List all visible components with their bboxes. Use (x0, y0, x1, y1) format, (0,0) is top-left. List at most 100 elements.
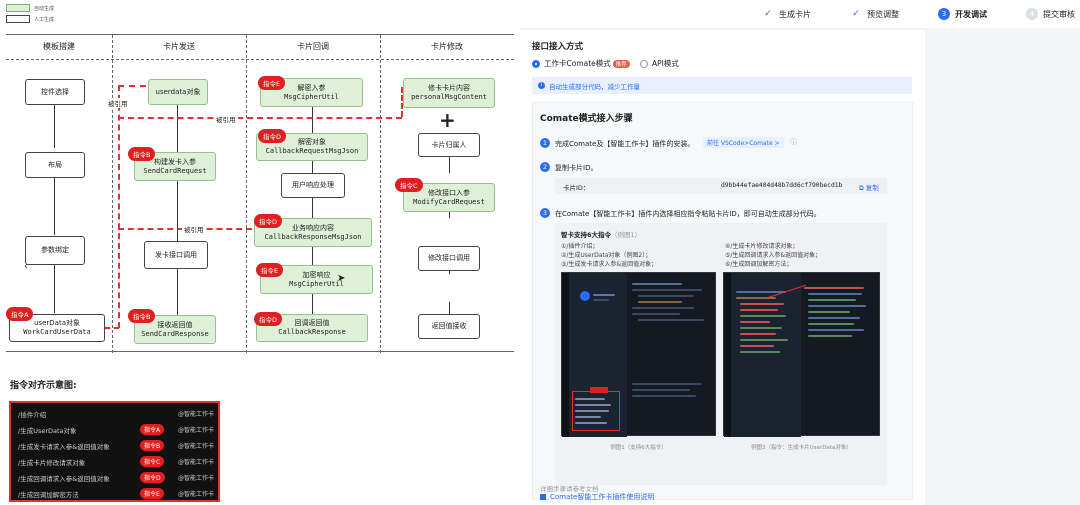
recommend-badge: 推荐 (612, 59, 630, 68)
node-return-receive: 返回值接收 (418, 314, 480, 339)
header-divider (6, 59, 514, 60)
goto-comate-link[interactable]: 前往 VSCode>Comate > (703, 137, 784, 148)
node-decrypt-input: 解密入参 MsgCipherUtil (260, 78, 363, 107)
node-send-request-title: 构建发卡入参 (154, 157, 196, 166)
right-panel: ✓ 生成卡片 ✓ 预览调整 3 开发调试 4 提交审核 接口接入方式 工作卡Co… (520, 0, 1080, 505)
align-row: /插件介绍 @智能工作卡 (18, 408, 218, 420)
tag-command-d-return: 指令D (254, 312, 283, 326)
node-decrypt-object-class: CallbackRequestMsgJson (265, 147, 359, 155)
step-1-text: 完成Comate及【智能工作卡】插件的安装。 (555, 140, 695, 148)
chevron-left-icon[interactable]: ‹ (24, 261, 28, 272)
guide-box: Comate模式接入步骤 1 完成Comate及【智能工作卡】插件的安装。 前往… (532, 102, 913, 500)
column-header-template: 模板搭建 (43, 42, 75, 51)
step-3-badge: 3 (540, 208, 550, 218)
tag-command-c: 指令C (395, 178, 423, 192)
node-modify-request-title: 修改接口入参 (428, 188, 470, 197)
command-item: ②/生成UserData对象（例图2）； (561, 252, 652, 259)
node-modify-api: 修改接口调用 (418, 246, 480, 271)
step-submit-review[interactable]: 4 提交审核 (1026, 8, 1075, 20)
node-modify-request-class: ModifyCardRequest (413, 197, 485, 206)
radio-api-mode[interactable]: API模式 (640, 58, 679, 69)
content-card: 接口接入方式 工作卡Comate模式 推荐 API模式 i 自动生成部分代码，减… (520, 30, 925, 505)
tag-command-b: 指令B (128, 147, 156, 161)
align-row-tag: 指令A (140, 424, 165, 435)
doc-hint: 详细步骤请参考文档 (540, 485, 599, 493)
commands-left: ①/插件介绍； ②/生成UserData对象（例图2）； ③/生成发卡请求入参&… (561, 242, 657, 269)
step-preview-adjust[interactable]: ✓ 预览调整 (850, 8, 899, 20)
node-callback-return-title: 回调返回值 (294, 319, 330, 328)
mouse-cursor-icon: ➤ (337, 273, 346, 284)
help-icon[interactable]: ⓘ (790, 138, 797, 146)
align-row-desc: /生成发卡请求入参&返回值对象 (18, 443, 110, 451)
align-row: /生成发卡请求入参&返回值对象 指令B @智能工作卡 (18, 440, 218, 452)
align-row-tool: @智能工作卡 (178, 491, 215, 498)
align-row-desc: /生成UserData对象 (18, 427, 77, 435)
align-row-desc: /生成回调请求入参&返回值对象 (18, 475, 110, 483)
node-user-response: 用户响应处理 (281, 173, 345, 198)
align-row-tag: 指令C (140, 456, 165, 467)
command-item: ①/插件介绍； (561, 243, 599, 250)
tag-command-e-encrypt: 指令E (256, 263, 284, 277)
copy-button[interactable]: ⧉ 复制 (859, 182, 879, 193)
radio-off-icon (640, 59, 648, 68)
align-row: /生成回调请求入参&返回值对象 指令D @智能工作卡 (18, 472, 218, 484)
align-row-desc: /生成卡片修改请求对象 (18, 459, 86, 467)
copy-label: 复制 (865, 184, 879, 192)
column-header-modify: 卡片修改 (431, 42, 463, 51)
step-number-icon: 4 (1026, 8, 1038, 20)
step-label: 预览调整 (867, 9, 899, 19)
radio-comate-mode[interactable]: 工作卡Comate模式 推荐 (532, 58, 630, 69)
node-encrypt-response-class: MsgCipherUtil (289, 279, 344, 288)
commands-hint: （例图1） (611, 231, 642, 239)
column-header-callback: 卡片回调 (297, 42, 329, 51)
align-title: 指令对齐示意图: (10, 381, 77, 391)
column-divider (112, 35, 113, 353)
command-item: ③/生成发卡请求入参&返回值对象； (561, 261, 658, 268)
node-param-bind: 参数绑定 (25, 236, 85, 265)
step-generate-card[interactable]: ✓ 生成卡片 (762, 8, 811, 20)
radio-comate-label: 工作卡Comate模式 (544, 59, 611, 68)
column-divider (380, 35, 381, 353)
radio-on-icon (532, 59, 540, 68)
legend-manual-label: 人工生成 (34, 17, 55, 23)
example-screenshot-1 (561, 272, 716, 437)
node-send-response-title: 接收返回值 (157, 320, 193, 329)
step-dev-debug[interactable]: 3 开发调试 (938, 8, 987, 20)
ref-label-userdata: 被引用 (106, 98, 130, 108)
node-callback-return: 回调返回值 CallbackResponse (256, 314, 368, 342)
tag-command-e: 指令E (258, 76, 286, 90)
step-3-text: 在Comate【智能工作卡】插件内选择相应指令粘贴卡片ID，即可自动生成部分代码… (555, 210, 821, 218)
node-decrypt-input-title: 解密入参 (297, 83, 326, 92)
legend-auto-label: 自动生成 (34, 6, 55, 12)
node-callback-return-class: CallbackResponse (278, 328, 346, 336)
node-decrypt-object-title: 解密对象 (298, 138, 326, 147)
stepper: ✓ 生成卡片 ✓ 预览调整 3 开发调试 4 提交审核 (520, 0, 1080, 28)
command-item: ⑥/生成回调加解密方法； (725, 261, 793, 268)
ref-label-modify: 被引用 (214, 114, 238, 124)
example-screenshot-2 (723, 272, 880, 437)
column-header-send: 卡片发送 (163, 42, 195, 51)
node-layout: 布局 (25, 152, 85, 178)
step-2-text: 复制卡片ID。 (555, 164, 598, 172)
doc-icon (540, 494, 546, 500)
command-align-panel: /插件介绍 @智能工作卡 /生成UserData对象 指令A @智能工作卡 /生… (9, 401, 220, 502)
command-item: ⑤/生成回调请求入参&返回值对象； (725, 252, 822, 259)
guide-title: Comate模式接入步骤 (540, 114, 633, 124)
tag-command-d: 指令D (258, 129, 287, 143)
app-logo-icon (580, 291, 590, 301)
access-title: 接口接入方式 (532, 42, 584, 52)
legend-auto-swatch (6, 4, 30, 12)
align-row-tool: @智能工作卡 (178, 475, 215, 482)
step-2-badge: 2 (540, 162, 550, 172)
notice-bar: i 自动生成部分代码，减少工作量 (532, 77, 912, 94)
align-row: /生成回调加解密方法 指令E @智能工作卡 (18, 488, 218, 500)
node-userdata-title: userData对象 (34, 319, 80, 328)
node-decrypt-input-class: MsgCipherUtil (284, 92, 339, 101)
align-row-tool: @智能工作卡 (178, 411, 215, 418)
card-id-label: 卡片ID： (563, 184, 590, 192)
command-item: ④/生成卡片修改请求对象； (725, 243, 799, 250)
node-userdata: userdata对象 (148, 79, 208, 105)
doc-link[interactable]: Comate智能工作卡插件使用说明 (540, 492, 654, 502)
doc-link-text: Comate智能工作卡插件使用说明 (550, 493, 655, 501)
node-send-request-class: SendCardRequest (143, 166, 207, 175)
